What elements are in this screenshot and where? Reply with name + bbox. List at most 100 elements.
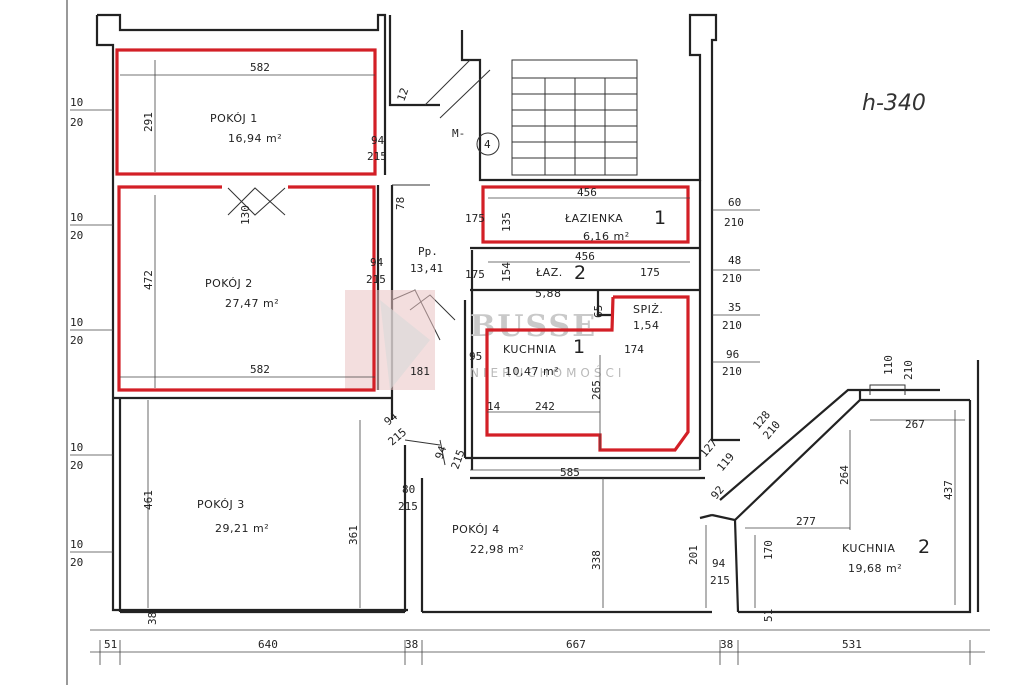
window-4-h: 210 [722,365,742,378]
window-1-w: 60 [728,196,741,209]
dimension-lines [70,60,990,665]
kuchnia2-area: 19,68 m² [848,562,902,575]
handwritten-note: h-340 [862,91,926,116]
left-3-a: 10 [70,316,83,329]
dim-p2-height: 472 [142,270,155,290]
dim-laz2-65: 65 [592,305,605,318]
spiz-name: SPIŻ. [633,303,663,316]
dim-p1-height: 291 [142,112,155,132]
dim-a119: 119 [714,450,737,474]
dim-lazienka-width: 456 [577,186,597,199]
bottom-dim-4: 667 [566,638,586,651]
dim-p2-width: 582 [250,363,270,376]
dim-laz2-154: 154 [500,262,513,282]
bottom-dim-2: 640 [258,638,278,651]
door-3-w: 94 [382,410,401,429]
laz2-name: ŁAZ. [535,266,563,279]
watermark-sub: NIERUCHOMOŚCI [470,365,625,380]
dim-k2-170: 170 [762,540,775,560]
dim-kuchnia1-174: 174 [624,343,644,356]
dim-k2-201: 201 [687,545,700,565]
dim-k2-437: 437 [942,480,955,500]
dim-p3-height: 461 [142,490,155,510]
dim-kuchnia1-265: 265 [590,380,603,400]
watermark: BUSSE NIERUCHOMOŚCI [345,290,625,390]
kuchnia1-name: KUCHNIA [503,343,556,356]
dim-k2-51: 51 [762,609,775,622]
dim-p4-height: 338 [590,550,603,570]
room-labels: POKÓJ 1 16,94 m² POKÓJ 2 27,47 m² POKÓJ … [197,112,930,575]
left-1-a: 10 [70,96,83,109]
lazienka1-area: 6,16 m² [583,230,630,243]
dim-door-130: 130 [239,205,252,225]
dim-lazienka-135: 135 [500,212,513,232]
stair-number: 4 [484,138,491,151]
dim-laz2-width: 456 [575,250,595,263]
spiz-area: 1,54 [633,319,660,332]
lazienka1-outline [481,185,690,244]
kuchnia1-number: 1 [573,336,585,358]
left-5-a: 10 [70,538,83,551]
laz2-number: 2 [574,262,586,284]
kuchnia2-name: KUCHNIA [842,542,895,555]
bottom-dim-6: 531 [842,638,862,651]
dim-w585: 585 [560,466,580,479]
dim-kuchnia1-95: 95 [469,350,482,363]
left-1-b: 20 [70,116,83,129]
pokoj2-name: POKÓJ 2 [205,277,253,290]
pokoj2-area: 27,47 m² [225,297,279,310]
pokoj2-outline [117,185,376,392]
window-2-w: 48 [728,254,741,267]
hall-area: 13,41 [410,262,443,275]
stair-m-label: M- [452,127,465,140]
window-3-w: 35 [728,301,741,314]
laz2-area: 5,88 [535,287,562,300]
dim-laz2-175: 175 [640,266,660,279]
window-2-h: 210 [722,272,742,285]
door-5-h: 215 [398,500,418,513]
kuchnia1-area: 10,47 m² [505,365,559,378]
window-5-h: 210 [902,360,915,380]
door-4-w: 94 [433,444,450,461]
left-3-b: 20 [70,334,83,347]
dim-hall-181: 181 [410,365,430,378]
dim-p3-bottom: 38 [146,612,159,625]
pokoj3-name: POKÓJ 3 [197,498,245,511]
stair-number-circle [476,132,500,156]
pokoj1-outline [115,48,377,176]
door-1-h: 215 [367,150,387,163]
dim-a92: 92 [708,483,726,502]
pokoj4-area: 22,98 m² [470,543,524,556]
left-4-b: 20 [70,459,83,472]
left-2-a: 10 [70,211,83,224]
watermark-name: BUSSE [470,309,597,344]
door-1-w: 94 [371,134,385,147]
kuchnia2-number: 2 [918,536,930,558]
pokoj3-area: 29,21 m² [215,522,269,535]
hall-name: Pp. [418,245,438,258]
pokoj4-name: POKÓJ 4 [452,523,500,536]
bottom-dim-3: 38 [405,638,418,651]
dim-k2-277: 277 [796,515,816,528]
bottom-dimensions: 51 640 38 667 38 531 [104,638,862,651]
dim-k2-267: 267 [905,418,925,431]
dim-k2-264: 264 [838,465,851,485]
dim-kuchnia1-14: 14 [487,400,501,413]
dim-hall-78: 78 [394,197,407,210]
window-3-h: 210 [722,319,742,332]
dim-laz2-75: 175 [465,268,485,281]
door-6-h: 215 [710,574,730,587]
left-window-dimensions: 10 20 10 20 10 20 10 20 10 20 [70,96,83,569]
dim-kuchnia1-242: 242 [535,400,555,413]
left-5-b: 20 [70,556,83,569]
door-3-h: 215 [386,426,410,449]
pokoj1-name: POKÓJ 1 [210,112,258,125]
dim-p3-side: 361 [347,525,360,545]
window-5-w: 110 [882,355,895,375]
bottom-dim-1: 51 [104,638,117,651]
door-6-w: 94 [712,557,726,570]
bottom-dim-5: 38 [720,638,733,651]
door-4-h: 215 [449,448,468,471]
left-4-a: 10 [70,441,83,454]
